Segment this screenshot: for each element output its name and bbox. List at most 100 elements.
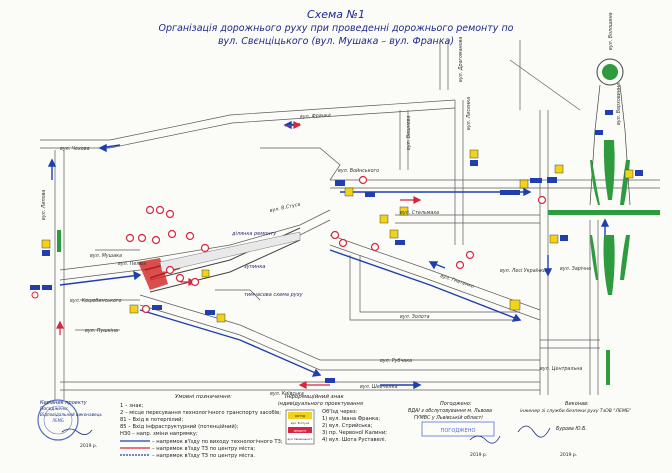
legend-item-6: – напрямок в'їзду по виходу технологічно… [152, 439, 283, 445]
info-line-3: 2) вул. Стрийська; [322, 422, 373, 429]
street-labels: вул. Франка вул. В.Стуса вул. Чехова вул… [41, 12, 622, 397]
label-lypova: вул. Липова [41, 190, 47, 220]
right-sign-line1: інженер зі служби безпеки руху ТзОВ "ЛЕМ… [520, 408, 631, 414]
sign-group-east3 [379, 206, 475, 270]
info-board: Інформаційний знак індивідуального проек… [278, 394, 387, 445]
mid-sign-role: Погоджено: [440, 401, 472, 407]
roundabout-green [602, 64, 618, 80]
sign-block-right: Виконав: інженер зі служби безпеки руху … [517, 401, 631, 458]
sign-group-boulevard-mid [624, 169, 643, 179]
label-rubchaka: вул. Рубчака [380, 358, 412, 364]
legend-item-1: 1 – знак; [120, 403, 144, 409]
stamp-middle [421, 421, 495, 437]
label-franka-top: вул. Франка [300, 112, 331, 120]
label-drahomanova: вул. Драгоманова [458, 37, 464, 82]
label-vyshneva: вул. Вишнева [406, 116, 412, 150]
sign-group-workzone [165, 265, 210, 287]
label-franka-mid: вул. В.Стуса [269, 202, 301, 214]
label-shevchenka: вул. Шевченка [360, 384, 398, 390]
label-zarichna: вул. Зарічна [560, 266, 591, 272]
legend-item-2: 2 – місце пересування технологічного тра… [120, 410, 281, 416]
label-chehova: вул. Чехова [60, 146, 90, 152]
info-sign-line2: вул. В.Стуса [291, 421, 309, 425]
legend-item-7: – напрямок в'їзду ТЗ по центру міста; [152, 446, 255, 452]
sign-group-northeast [469, 149, 529, 195]
scheme-subtitle-line1: Організація дорожнього руху при проведен… [158, 23, 514, 34]
sign-group-west [41, 239, 51, 256]
label-voinskoho: вул. Войнського [338, 168, 379, 174]
sign-group-boulevard-left [547, 164, 564, 183]
sign-group-south [129, 304, 162, 314]
svg-text:ЛЕМБ: ЛЕМБ [52, 418, 64, 423]
boulevard [57, 58, 660, 385]
label-kotsyub: вул. Коцюбинського [70, 298, 121, 304]
legend-item-8: – напрямок в'їзду ТЗ по центру міста. [152, 453, 255, 459]
scheme-title: Схема №1 [307, 8, 365, 21]
label-kyivska: вул. Київська [270, 391, 304, 397]
map-notes: ділянка ремонту зупинка тимчасова схема … [231, 231, 304, 298]
sign-group-right1 [500, 178, 547, 205]
info-subtitle: індивідуального проектування [278, 401, 363, 407]
mid-sign-line1: ВДАІ з обслуговування м. Львова [408, 408, 492, 414]
mid-sign-date: 2019 р. [470, 452, 487, 458]
legend-item-3: 81 – Вхід в потерпілий; [120, 416, 183, 423]
right-sign-role: Виконав: [565, 401, 589, 407]
info-line-2: 1) вул. Івана Франка; [322, 416, 380, 422]
left-sign-date: 2019 р. [80, 443, 97, 449]
legend-item-4: 85 – Вхід інфраструктурний (потенційний)… [120, 423, 239, 430]
stamp-left [37, 399, 79, 441]
scheme-subtitle-line2: вул. Свєнціцького (вул. Мушака – вул. Фр… [217, 36, 455, 47]
legend: Умовні позначення: 1 – знак; 2 – місце п… [120, 394, 283, 459]
red-arrows [56, 121, 422, 389]
sign-block-left: ЛЕМБ Керівник проекту Погоджено: Відпові… [37, 399, 102, 449]
sign-group-east1 [335, 175, 375, 197]
label-lesi: вул. Лесі Українки [500, 268, 546, 274]
label-voloshyna: вул. Волошина [608, 12, 614, 50]
label-verkhovynna: вул. Верховинна [616, 83, 622, 125]
label-zolota: вул. Золота [400, 314, 430, 320]
legend-item-5: НЗ0 – напр. зміни напрямку; [120, 431, 198, 437]
work-zone [138, 231, 301, 290]
sign-group-south2 [205, 310, 226, 323]
sign-group-bottom [325, 378, 335, 383]
left-sign-role: Керівник проекту [40, 400, 88, 406]
legend-title: Умовні позначення: [175, 394, 232, 400]
info-sign-line4: вул. Свєнціцького [288, 437, 313, 441]
sign-block-middle: Погоджено: ВДАІ з обслуговування м. Льво… [408, 401, 501, 458]
mid-sign-line2: ГУМВС у Львівській області [414, 415, 483, 421]
sign-group-right2 [549, 234, 568, 244]
label-tsentralna: вул. Центральна [540, 366, 582, 372]
detour-arrows [47, 120, 610, 390]
sign-group-east2 [330, 229, 405, 252]
label-lysenka: вул. Лисенка [466, 97, 472, 130]
info-line-1: Об'їзд через: [322, 409, 358, 415]
note-temp-route: тимчасова схема руху [244, 292, 304, 298]
note-bus-stop: зупинка [244, 264, 266, 270]
median-strip [548, 210, 660, 215]
sign-group-boulevard-top [595, 110, 613, 135]
label-hrytsenko: вул. Гнатенко [439, 273, 474, 290]
info-line-4: 3) пр. Червоної Калини; [322, 430, 387, 436]
label-pushkina: вул. Пушкіна [85, 328, 118, 334]
note-work-zone: ділянка ремонту [231, 231, 277, 237]
sign-group-north [145, 205, 175, 219]
label-stelmakha: вул. Стельмаха [400, 210, 439, 216]
sign-group-west2 [30, 285, 52, 299]
right-sign-date: 2019 р. [560, 452, 577, 458]
mid-stamp-text: ПОГОДЖЕНО [441, 428, 476, 434]
right-sign-name: Бурова Ю.Б. [556, 426, 587, 432]
left-sign-title: Погоджено: [40, 406, 69, 412]
sign-group-center [125, 229, 210, 253]
sign-group-right3 [509, 299, 521, 311]
info-sign-line3: РЕМОНТ [294, 429, 307, 433]
info-title: Інформаційний знак [285, 394, 345, 400]
left-sign-person: Відповідальний виконавець [40, 412, 102, 417]
traffic-signs [30, 110, 643, 383]
label-muskaka: вул. Мушака [90, 253, 122, 259]
roads [40, 40, 660, 400]
info-sign-line1: ОБ'ЇЗД [295, 413, 306, 418]
label-pelukh: вул. Пелюх [118, 261, 146, 267]
info-line-5: 4) вул. Шота Руставелі. [322, 437, 387, 443]
